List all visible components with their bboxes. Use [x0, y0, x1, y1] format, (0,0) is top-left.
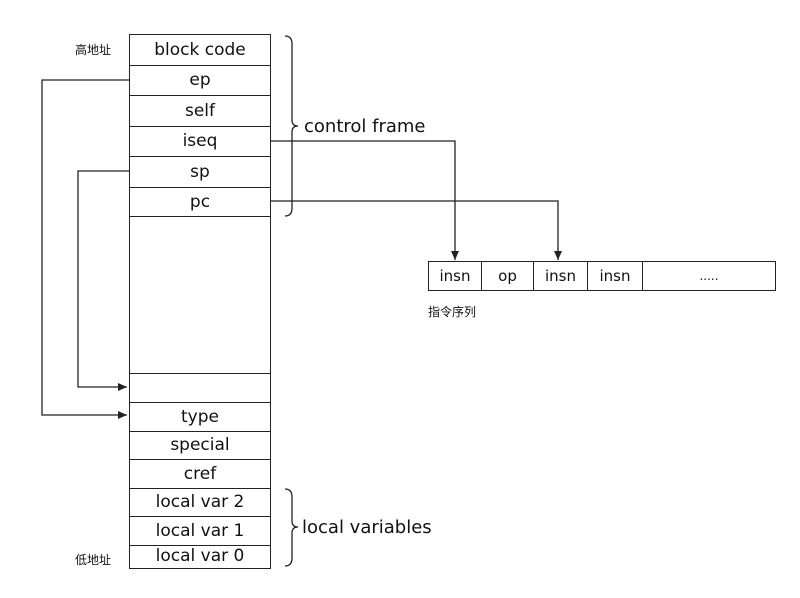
- pc-pointer-line: [271, 200, 562, 260]
- stack-cell-special: special: [129, 430, 271, 461]
- stack-cell-local-var-2: local var 2: [129, 487, 271, 518]
- stack-cell-block-code: block code: [129, 34, 271, 66]
- stack-cell-sp: sp: [129, 156, 271, 188]
- high-address-label: 高地址: [75, 43, 112, 57]
- sequence-cell-insn-3: insn: [586, 261, 644, 291]
- sequence-cell-op: op: [480, 261, 535, 291]
- local-variables-brace: [284, 488, 299, 567]
- stack-cell-local-var-1: local var 1: [129, 516, 271, 546]
- stack-cell-local-var-0: local var 0: [129, 544, 271, 569]
- iseq-pointer-line: [271, 140, 459, 260]
- stack-cell-cref: cref: [129, 459, 271, 489]
- stack-cell-type: type: [129, 402, 271, 432]
- sequence-caption: 指令序列: [428, 305, 477, 319]
- low-address-label: 低地址: [75, 553, 112, 567]
- stack-cell-self: self: [129, 95, 271, 127]
- stack-cell-sp-target: [129, 372, 271, 404]
- sequence-cell-insn-2: insn: [533, 261, 588, 291]
- sp-pointer-line: [77, 170, 129, 391]
- stack-cell-pc: pc: [129, 186, 271, 218]
- control-frame-label: control frame: [304, 116, 426, 137]
- stack-free-area: [129, 216, 271, 374]
- stack-cell-ep: ep: [129, 64, 271, 97]
- local-variables-label: local variables: [302, 517, 432, 538]
- control-frame-brace: [284, 35, 299, 217]
- sequence-cell-insn-1: insn: [428, 261, 482, 291]
- stack-cell-iseq: iseq: [129, 125, 271, 158]
- ep-pointer-line: [41, 79, 129, 419]
- sequence-cell-ellipsis: .....: [642, 261, 776, 291]
